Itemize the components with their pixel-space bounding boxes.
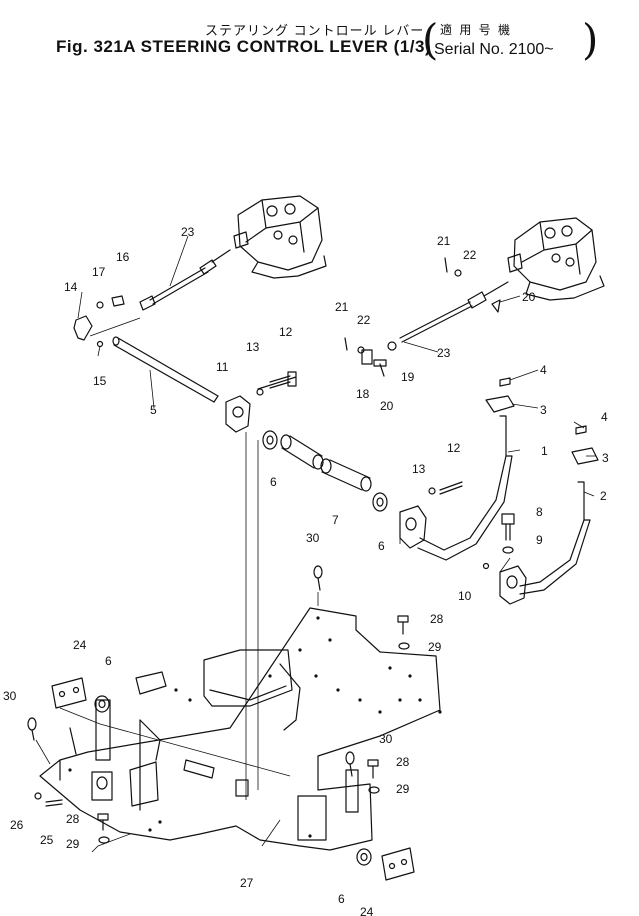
callout-4: 4	[601, 410, 608, 424]
callout-6: 6	[338, 892, 345, 906]
leader-lines	[35, 235, 596, 853]
lever-bracket-11	[225, 376, 297, 433]
right-paren: )	[582, 15, 599, 64]
callout-20: 20	[522, 290, 536, 304]
callout-17: 17	[92, 265, 106, 279]
callout-4: 4	[540, 363, 547, 377]
callout-1: 1	[541, 444, 548, 458]
callout-28: 28	[430, 612, 444, 626]
callout-23: 23	[181, 225, 195, 239]
steering-levers	[399, 415, 591, 605]
callout-23: 23	[437, 346, 451, 360]
callout-5: 5	[150, 403, 157, 417]
callout-22: 22	[463, 248, 477, 262]
callout-28: 28	[396, 755, 410, 769]
callout-16: 16	[116, 250, 130, 264]
control-valve-right	[507, 217, 605, 301]
callout-3: 3	[602, 451, 609, 465]
callout-6: 6	[270, 475, 277, 489]
lever-shaft-5	[112, 336, 219, 403]
callout-13: 13	[246, 340, 260, 354]
callout-14: 14	[64, 280, 78, 294]
callout-8: 8	[536, 505, 543, 519]
base-frame-27	[39, 607, 442, 851]
callout-7: 7	[332, 513, 339, 527]
callout-29: 29	[66, 837, 80, 851]
callout-25: 25	[40, 833, 54, 847]
callout-24: 24	[73, 638, 87, 652]
callout-12: 12	[447, 441, 461, 455]
callout-29: 29	[396, 782, 410, 796]
callout-6: 6	[378, 539, 385, 553]
serial-number: Serial No. 2100~	[434, 41, 554, 58]
serial-applicability: ( 適 用 号 機 Serial No. 2100~ )	[422, 15, 598, 64]
serial-label-japanese: 適 用 号 機	[440, 23, 513, 37]
callout-30: 30	[306, 531, 320, 545]
callout-24: 24	[360, 905, 374, 916]
callout-10: 10	[458, 589, 472, 603]
left-paren: (	[422, 15, 439, 64]
hardware-items	[73, 257, 599, 570]
callout-21: 21	[437, 234, 451, 248]
callout-29: 29	[428, 640, 442, 654]
callout-6: 6	[105, 654, 112, 668]
callout-3: 3	[540, 403, 547, 417]
control-valve-left	[233, 195, 327, 279]
tube-assembly	[262, 430, 388, 512]
callout-18: 18	[356, 387, 370, 401]
control-rod-23-right	[399, 281, 509, 343]
figure-title: Fig. 321A STEERING CONTROL LEVER (1/3)	[56, 37, 432, 56]
side-mount-parts	[27, 565, 415, 881]
callout-26: 26	[10, 818, 24, 832]
callout-2: 2	[600, 489, 607, 503]
callout-15: 15	[93, 374, 107, 388]
control-rod-23-left	[139, 249, 231, 311]
callout-19: 19	[401, 370, 415, 384]
callout-28: 28	[66, 812, 80, 826]
callout-30: 30	[379, 732, 393, 746]
callout-13: 13	[412, 462, 426, 476]
callout-12: 12	[279, 325, 293, 339]
callout-9: 9	[536, 533, 543, 547]
callout-30: 30	[3, 689, 17, 703]
callout-22: 22	[357, 313, 371, 327]
callout-27: 27	[240, 876, 254, 890]
title-japanese: ステアリング コントロール レバー	[205, 23, 425, 38]
callout-11: 11	[216, 360, 229, 374]
callout-labels: 1 2 3 3 4 4 5 6 6 6 6 7 8 9 10 11 12 12 …	[3, 225, 609, 916]
callout-21: 21	[335, 300, 349, 314]
callout-20: 20	[380, 399, 394, 413]
